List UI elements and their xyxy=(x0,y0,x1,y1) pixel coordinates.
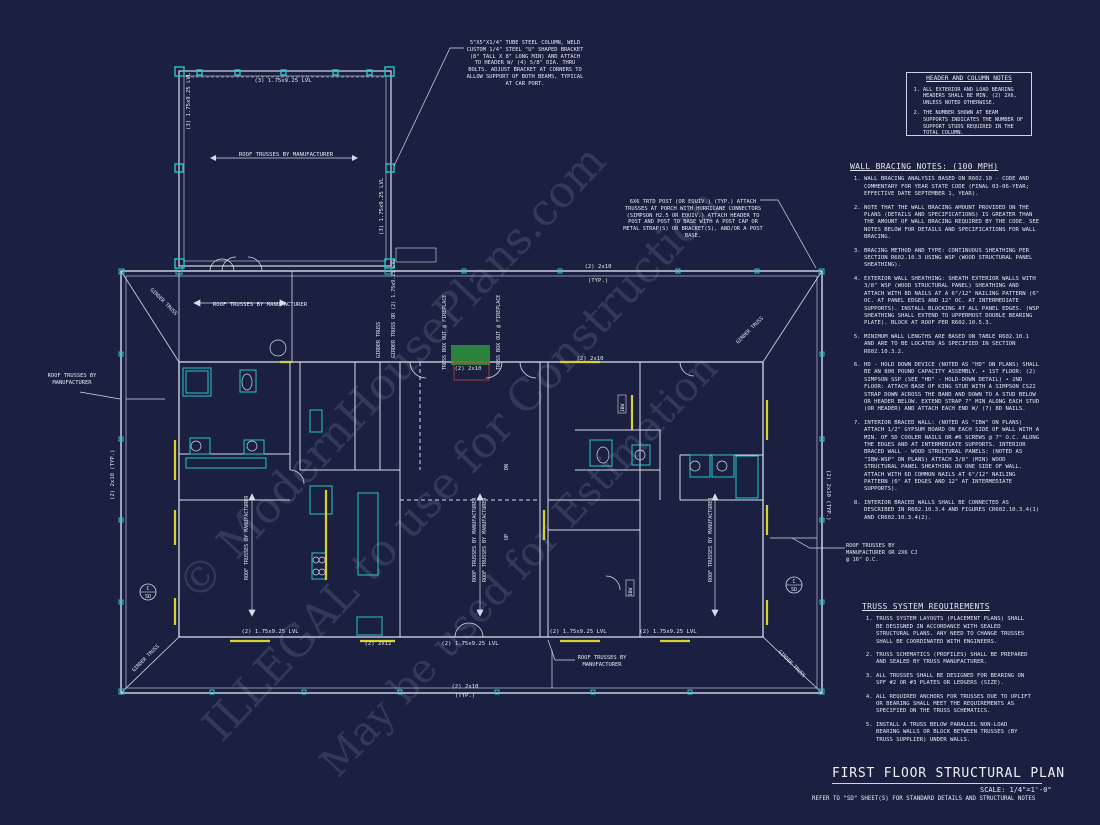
left-header-label: (2) 2x10 (TYP.) xyxy=(110,449,116,500)
carport-columns xyxy=(174,66,395,269)
porch-trusses-label: ROOF TRUSSES BY MANUFACTURER xyxy=(213,302,308,308)
girder-lvl-label: GIRDER TRUSS OR (2) 1.75x9.25 LVL xyxy=(391,259,397,358)
wall-bracing-item: INTERIOR BRACED WALLS SHALL BE CONNECTED… xyxy=(864,500,1040,522)
wall-bracing-item: INTERIOR BRACED WALL: (NOTED AS "IBW" ON… xyxy=(864,420,1040,494)
truss-requirements-heading: TRUSS SYSTEM REQUIREMENTS xyxy=(862,602,990,611)
fireplace xyxy=(451,345,490,381)
truss-requirement-item: TRUSS SCHEMATICS (PROFILES) SHALL BE PRE… xyxy=(876,652,1034,667)
svg-text:SD: SD xyxy=(791,587,797,593)
truss-requirements: TRUSS SYSTEM REQUIREMENTS TRUSS SYSTEM L… xyxy=(862,602,1034,750)
sheet-scale: SCALE: 1/4"=1'-0" xyxy=(980,786,1052,794)
wall-bracing-item: MINIMUM WALL LENGTHS ARE BASED ON TABLE … xyxy=(864,334,1040,356)
svg-text:SD: SD xyxy=(145,594,151,600)
truss-requirement-item: ALL TRUSSES SHALL BE DESIGNED FOR BEARIN… xyxy=(876,673,1034,688)
mid-2x10-b: (2) 2x10 xyxy=(577,356,604,362)
right-header-label: (2) 2x10 (TYP.) xyxy=(825,470,831,521)
truss-arrows xyxy=(126,299,817,688)
bottom-lvl-c: (2) 1.75x9.25 LVL xyxy=(549,629,607,635)
wall-bracing-notes: WALL BRACING NOTES: (100 MPH) WALL BRACI… xyxy=(850,162,1040,528)
girder-truss-2: GIRDER TRUSS xyxy=(735,316,765,346)
top-header-typ: (TYP.) xyxy=(588,278,608,284)
girder-truss-5: GIRDER TRUSS xyxy=(376,322,382,358)
header-column-notes: HEADER AND COLUMN NOTES ALL EXTERIOR AND… xyxy=(906,72,1032,136)
header-note-item: ALL EXTERIOR AND LOAD BEARING HEADERS SH… xyxy=(923,87,1026,107)
interior-trusses-4: ROOF TRUSSES BY MANUFACTURER xyxy=(708,497,714,582)
top-header-label: (2) 2x10 xyxy=(585,264,612,270)
column-callout: 5"x5"x1/4" TUBE STEEL COLUMN, WELD CUSTO… xyxy=(466,40,584,87)
section-marker-right: C SD xyxy=(785,576,803,594)
fixture-symbols xyxy=(190,339,728,576)
ibw-label-2: IBW xyxy=(628,587,634,596)
roof-trusses-left-callout: ROOF TRUSSES BY MANUFACTURER xyxy=(47,373,97,386)
mid-2x10-a: (2) 2x10 xyxy=(455,366,482,372)
bottom-lvl-a: (2) 1.75x9.25 LVL xyxy=(241,629,299,635)
roof-trusses-bottom-callout: ROOF TRUSSES BY MANUFACTURER xyxy=(577,655,627,668)
interior-trusses-3: ROOF TRUSSES BY MANUFACTURER xyxy=(482,497,488,582)
sheet-reference-note: REFER TO "SD" SHEET(S) FOR STANDARD DETA… xyxy=(812,796,1036,802)
wall-bracing-item: HD - HOLD DOWN DEVICE (NOTED AS "HD" ON … xyxy=(864,362,1040,414)
wall-bracing-heading: WALL BRACING NOTES: (100 MPH) xyxy=(850,162,999,171)
door-swings xyxy=(209,256,695,638)
header-note-item: THE NUMBER SHOWN AT BEAM SUPPORTS INDICA… xyxy=(923,110,1026,136)
stair-dn-label: DN xyxy=(504,464,510,470)
interior-trusses-1: ROOF TRUSSES BY MANUFACTURER xyxy=(244,495,250,580)
truss-requirement-item: INSTALL A TRUSS BELOW PARALLEL NON-LOAD … xyxy=(876,722,1034,744)
fireplace-boxout-2: TRUSS BOX OUT @ FIREPLACE xyxy=(496,295,502,370)
bottom-lvl-d: (2) 1.75x9.25 LVL xyxy=(639,629,697,635)
post-callout: 6x6 TRTD POST (OR EQUIV.) (TYP.) ATTACH … xyxy=(623,199,763,239)
svg-text:C: C xyxy=(146,586,149,592)
fixtures xyxy=(182,367,759,636)
wall-bracing-item: WALL BRACING ANALYSIS BASED ON R602.10 -… xyxy=(864,176,1040,198)
header-column-heading: HEADER AND COLUMN NOTES xyxy=(926,75,1012,82)
lvl-top-label: (3) 1.75x9.25 LVL xyxy=(254,78,312,84)
wall-brace-marks xyxy=(173,360,769,643)
porch-posts xyxy=(118,267,825,695)
leader-lines xyxy=(79,47,845,661)
bottom-2x12: (2) 2x12 xyxy=(365,641,392,647)
fireplace-boxout-1: TRUSS BOX OUT @ FIREPLACE xyxy=(442,295,448,370)
lvl-right-label: (3) 1.75x9.25 LVL xyxy=(379,177,385,235)
bottom-header-label: (2) 2x10 xyxy=(452,684,479,690)
girder-truss-1: GIRDER TRUSS xyxy=(149,287,179,317)
roof-trusses-right-callout: ROOF TRUSSES BY MANUFACTURER OR 2x6 CJ @… xyxy=(846,543,918,563)
carport-frame xyxy=(178,70,392,267)
truss-requirement-item: TRUSS SYSTEM LAYOUTS (PLACEMENT PLANS) S… xyxy=(876,616,1034,646)
title-underline xyxy=(832,783,1042,784)
interior-trusses-2: ROOF TRUSSES BY MANUFACTURER xyxy=(472,497,478,582)
stair-up-label: UP xyxy=(504,534,510,540)
interior-walls xyxy=(179,362,763,637)
wall-bracing-item: NOTE THAT THE WALL BRACING AMOUNT PROVID… xyxy=(864,205,1040,242)
house-outline xyxy=(120,270,823,694)
wall-bracing-item: BRACING METHOD AND TYPE: CONTINUOUS SHEA… xyxy=(864,248,1040,270)
lvl-left-label: (3) 1.75x9.25 LVL xyxy=(186,72,192,130)
truss-requirement-item: ALL REQUIRED ANCHORS FOR TRUSSES DUE TO … xyxy=(876,694,1034,716)
bottom-lvl-b: (2) 1.75x9.25 LVL xyxy=(441,641,499,647)
wall-bracing-item: EXTERIOR WALL SHEATHING: SHEATH EXTERIOR… xyxy=(864,276,1040,328)
carport-trusses-label: ROOF TRUSSES BY MANUFACTURER xyxy=(239,152,334,158)
sheet-title: FIRST FLOOR STRUCTURAL PLAN xyxy=(832,766,1065,781)
svg-text:C: C xyxy=(792,579,795,585)
ibw-label-1: IBW xyxy=(620,403,626,412)
section-marker-left: C SD xyxy=(139,583,157,601)
girder-truss-4: GIRDER TRUSS xyxy=(777,649,807,679)
bottom-header-typ: (TYP.) xyxy=(455,693,475,699)
